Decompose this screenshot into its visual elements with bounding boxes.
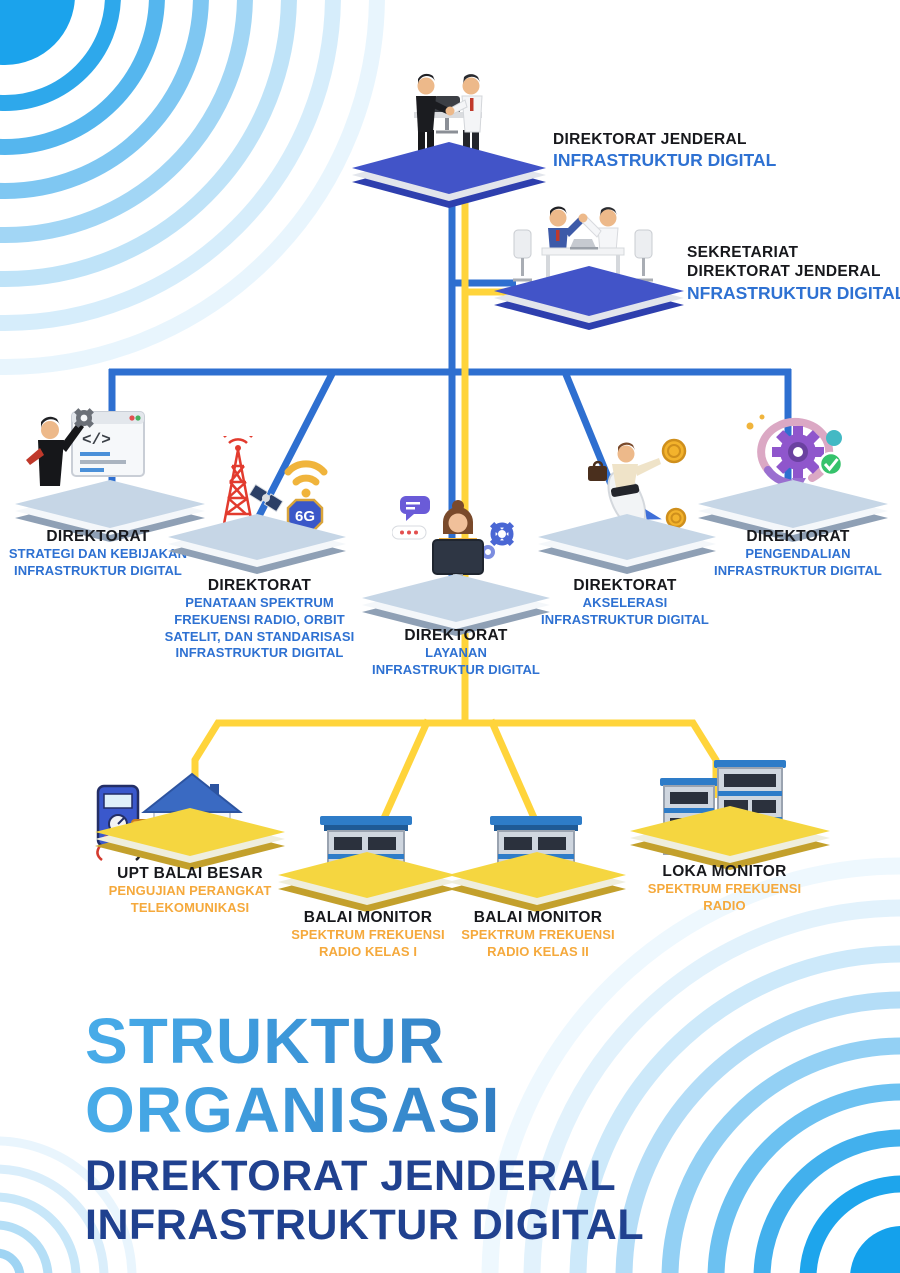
gear-icon: [772, 426, 824, 478]
arcs-top-left: [0, 0, 385, 375]
gear-icon: [74, 408, 94, 428]
platform-sekretariat: [494, 266, 684, 330]
poster-title-line1: STRUKTUR: [85, 1008, 644, 1075]
customer-service-illustration: [392, 496, 515, 586]
team-highfive-illustration: [513, 206, 653, 283]
6g-text: 6G: [295, 508, 315, 525]
node-balai-monitor-1-label: BALAI MONITOR SPEKTRUM FREKUENSI RADIO K…: [291, 909, 445, 959]
dirjen-title: DIREKTORAT JENDERAL: [553, 131, 747, 148]
radio-tower-6g-illustration: 6G: [222, 436, 328, 532]
node-dirjen-label: DIREKTORAT JENDERAL INFRASTRUKTUR DIGITA…: [553, 130, 813, 172]
poster-title-line4: INFRASTRUKTUR DIGITAL: [85, 1201, 645, 1249]
node-akselerasi-label: DIREKTORAT AKSELERASI INFRASTRUKTUR DIGI…: [541, 577, 709, 627]
node-upt-pengujian-label: UPT BALAI BESAR PENGUJIAN PERANGKAT TELE…: [108, 865, 272, 915]
platform-pengendalian: [698, 480, 888, 542]
platform-upt-pengujian: [95, 808, 285, 870]
platform-dirjen: [352, 142, 546, 208]
platform-loka-monitor: [630, 806, 830, 870]
node-layanan-label: DIREKTORAT LAYANAN INFRASTRUKTUR DIGITAL: [372, 627, 540, 677]
node-loka-monitor-label: LOKA MONITOR SPEKTRUM FREKUENSI RADIO: [647, 863, 802, 913]
platform-akselerasi: [538, 514, 716, 574]
platform-layanan: [362, 574, 550, 636]
node-sekretariat-label: SEKRETARIAT DIREKTORAT JENDERAL NFRASTRU…: [687, 244, 900, 303]
node-pengendalian-label: DIREKTORAT PENGENDALIAN INFRASTRUKTUR DI…: [714, 528, 882, 578]
check-icon: [818, 451, 844, 477]
handshake-illustration: [414, 73, 483, 154]
node-balai-monitor-2-label: BALAI MONITOR SPEKTRUM FREKUENSI RADIO K…: [461, 909, 615, 959]
arcs-bottom-right: [481, 857, 900, 1273]
code-tag-text: </>: [82, 431, 111, 449]
typing-pill-icon: [392, 525, 427, 540]
platform-balai-monitor-1: [278, 852, 456, 912]
dirjen-subtitle: INFRASTRUKTUR DIGITAL: [553, 150, 777, 171]
platform-balai-monitor-2: [448, 852, 626, 912]
poster-title: STRUKTUR ORGANISASI DIREKTORAT JENDERAL …: [85, 1008, 644, 1250]
gear-cycle-check-illustration: [746, 414, 844, 492]
node-penataan-label: DIREKTORAT PENATAAN SPEKTRUM FREKUENSI R…: [164, 577, 355, 661]
developer-code-window-illustration: </>: [26, 408, 145, 486]
platform-strategi: [15, 480, 205, 542]
rocket-rider-illustration: [588, 438, 687, 536]
poster-title-line3: DIREKTORAT JENDERAL: [85, 1152, 617, 1200]
node-strategi-label: DIREKTORAT STRATEGI DAN KEBIJAKAN INFRAS…: [8, 528, 188, 578]
gear-icon: [481, 521, 515, 559]
chat-bubble-icon: [400, 496, 430, 521]
satellite-icon: [248, 483, 284, 513]
coin-icon: [661, 438, 687, 464]
poster-title-line2: ORGANISASI: [85, 1077, 644, 1144]
platform-penataan: [168, 514, 346, 574]
